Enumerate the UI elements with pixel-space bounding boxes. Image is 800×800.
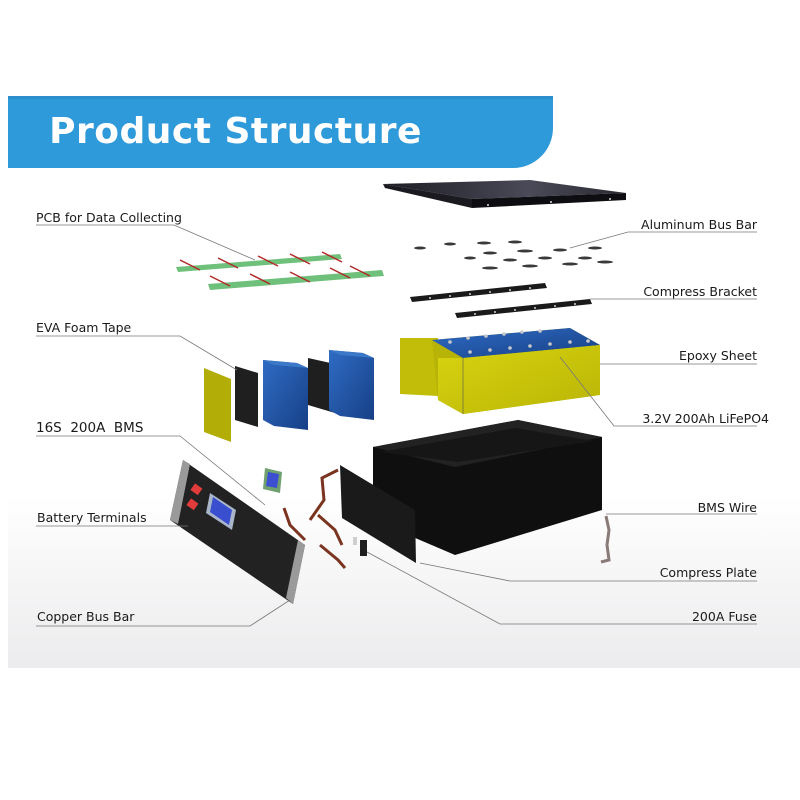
label-compress-plate: Compress Plate bbox=[659, 565, 757, 580]
label-compress-bracket: Compress Bracket bbox=[643, 284, 757, 299]
title-banner: Product Structure bbox=[8, 96, 553, 168]
aluminum-bus-bars bbox=[414, 240, 613, 270]
enclosure-box bbox=[373, 420, 602, 555]
label-epoxy-sheet: Epoxy Sheet bbox=[678, 348, 757, 363]
label-200a-fuse: 200A Fuse bbox=[691, 609, 757, 624]
page-title: Product Structure bbox=[49, 111, 422, 152]
label-eva-foam-tape: EVA Foam Tape bbox=[36, 320, 132, 335]
eva-foam bbox=[204, 358, 335, 442]
bms-front-panel bbox=[170, 460, 305, 604]
label-bms-wire: BMS Wire bbox=[697, 500, 757, 515]
top-cover bbox=[383, 180, 626, 208]
compress-plate bbox=[340, 465, 416, 563]
label-copper-bus-bar: Copper Bus Bar bbox=[37, 609, 135, 624]
leader-lines bbox=[36, 224, 757, 627]
cell-pack bbox=[400, 328, 600, 414]
label-aluminum-bus-bar: Aluminum Bus Bar bbox=[641, 217, 757, 232]
fuse bbox=[353, 537, 367, 556]
bms-wire bbox=[600, 515, 611, 564]
label-lifepo4-cells: 3.2V 200Ah LiFePO4 bbox=[642, 411, 769, 426]
compress-brackets bbox=[410, 283, 592, 318]
copper-bus-bars bbox=[282, 468, 347, 569]
pcb-board bbox=[176, 251, 384, 290]
label-bms: 16S 200A BMS bbox=[36, 420, 144, 436]
single-cells bbox=[263, 350, 374, 430]
label-pcb-for-data-collecting: PCB for Data Collecting bbox=[36, 210, 182, 225]
label-battery-terminals: Battery Terminals bbox=[37, 510, 147, 525]
